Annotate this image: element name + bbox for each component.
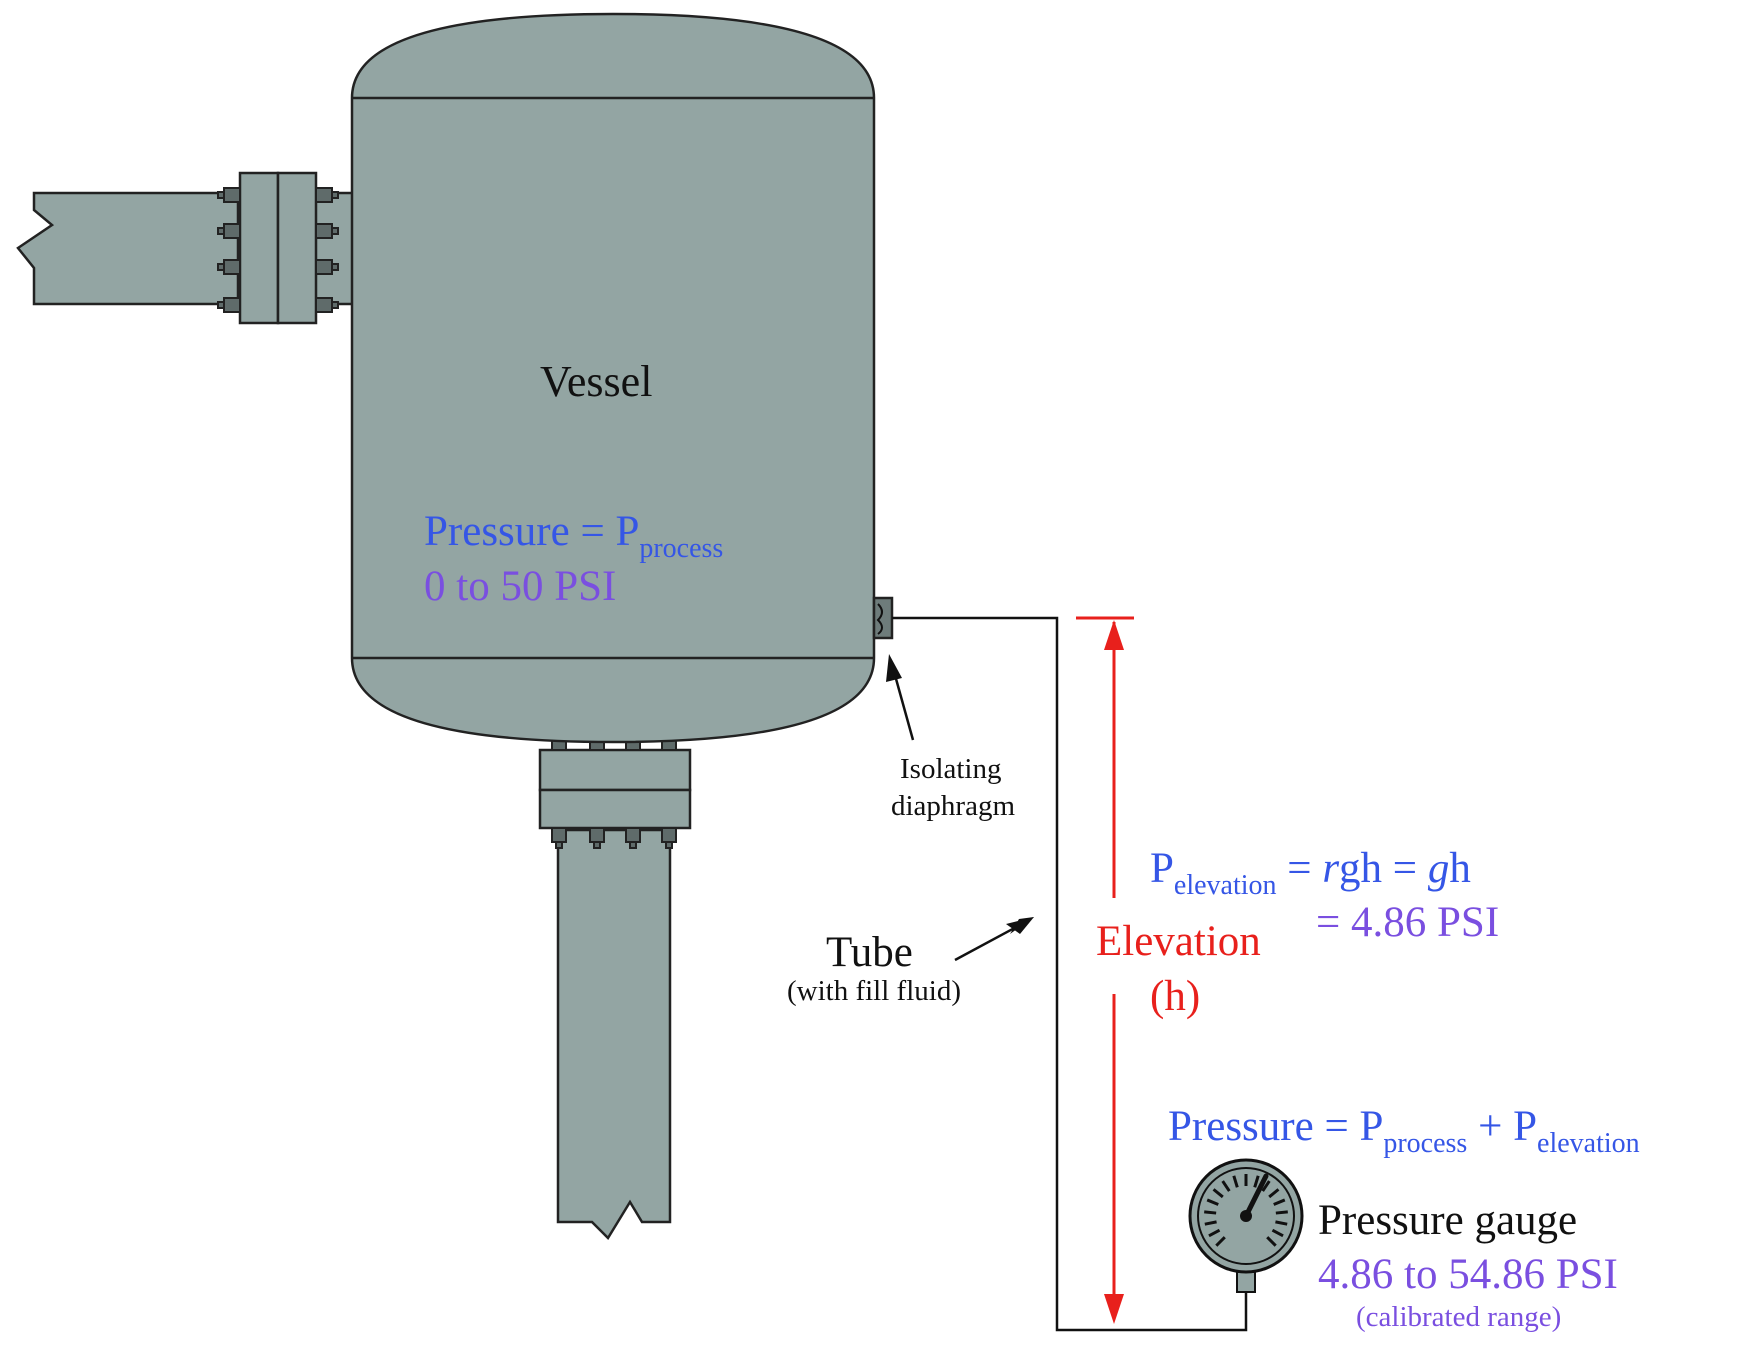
gauge-tick [1266, 1236, 1277, 1247]
gauge-tick [1268, 1188, 1280, 1199]
gauge-pressure-formula: Pressure = Pprocess + Pelevation [1168, 1103, 1640, 1159]
elevation-dimension [1076, 616, 1134, 1324]
tube-sublabel: (with fill fluid) [787, 975, 961, 1007]
gauge-tick [1208, 1228, 1221, 1238]
tube-line [892, 616, 1248, 1332]
gauge-tick [1275, 1220, 1288, 1226]
process-range: 0 to 50 PSI [424, 563, 616, 610]
vessel [350, 12, 876, 744]
left-flange [217, 171, 339, 325]
gauge-tick [1232, 1175, 1239, 1188]
gauge-tick [1253, 1175, 1260, 1188]
isolating-diaphragm [872, 596, 894, 640]
elevation-label: Elevation [1096, 918, 1261, 965]
gauge-tick [1206, 1198, 1219, 1206]
diaphragm-label-line1: Isolating [900, 753, 1002, 785]
gauge-tick [1221, 1180, 1231, 1192]
elevation-pressure-value: = 4.86 PSI [1316, 899, 1499, 946]
vessel-label: Vessel [540, 357, 652, 406]
tube-label: Tube [826, 929, 913, 976]
gauge-tick [1275, 1210, 1288, 1215]
pressure-gauge-icon [1188, 1158, 1304, 1293]
gauge-tick [1215, 1236, 1226, 1247]
gauge-name-label: Pressure gauge [1318, 1197, 1577, 1244]
gauge-tick [1204, 1210, 1217, 1215]
elevation-h-label: (h) [1150, 973, 1200, 1020]
elevation-pressure-formula: Pelevation = rgh = gh [1150, 845, 1471, 901]
diaphragm-leader-arrow [886, 654, 915, 741]
gauge-tick [1261, 1180, 1271, 1192]
gauge-tick [1204, 1220, 1217, 1226]
gauge-range-note: (calibrated range) [1356, 1301, 1561, 1333]
tube-leader-arrow [954, 917, 1034, 962]
gauge-tick [1271, 1228, 1284, 1238]
bottom-flange [538, 729, 692, 849]
gauge-tick [1212, 1188, 1224, 1199]
diaphragm-label-line2: diaphragm [891, 790, 1015, 822]
process-pressure-formula: Pressure = Pprocess [424, 508, 723, 564]
gauge-tick [1273, 1198, 1286, 1206]
gauge-range-label: 4.86 to 54.86 PSI [1318, 1251, 1618, 1298]
bottom-pipe [556, 828, 672, 1241]
